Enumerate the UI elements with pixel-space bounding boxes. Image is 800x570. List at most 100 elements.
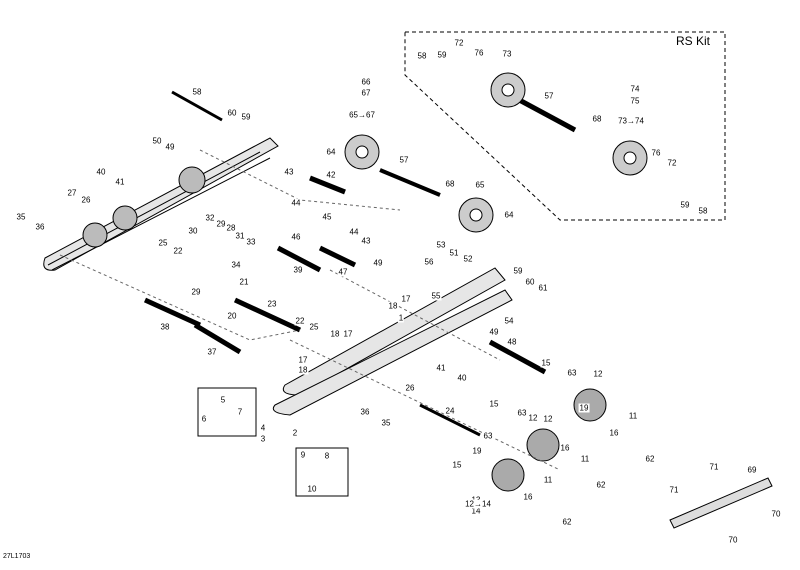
callout: 19	[471, 446, 483, 456]
callout: 73	[501, 49, 513, 59]
callout: 71	[668, 485, 680, 495]
shaft-58	[171, 90, 223, 122]
callout: 12	[527, 413, 539, 423]
callout: 12→14	[464, 499, 492, 509]
callout: 26	[80, 195, 92, 205]
callout: 41	[435, 363, 447, 373]
wear-strip	[669, 477, 773, 529]
callout: 1	[397, 313, 405, 323]
callout: 15	[488, 399, 500, 409]
callout: 63	[566, 368, 578, 378]
rail-wheel-1	[82, 222, 108, 248]
callout: 58	[697, 206, 709, 216]
left-rail	[43, 137, 279, 271]
right-rail	[282, 267, 506, 396]
callout: 2	[291, 428, 299, 438]
callout: 35	[380, 418, 392, 428]
callout: 53	[435, 240, 447, 250]
callout: 31	[234, 231, 246, 241]
callout: 49	[488, 327, 500, 337]
callout: 58	[191, 87, 203, 97]
callout: 49	[164, 142, 176, 152]
callout: 18	[387, 301, 399, 311]
callout: 44	[290, 198, 302, 208]
callout: 8	[323, 451, 331, 461]
callout: 47	[337, 267, 349, 277]
rs-kit-outline	[404, 31, 726, 221]
callout: 59	[512, 266, 524, 276]
callout: 19	[578, 403, 590, 413]
callout: 12	[542, 414, 554, 424]
callout: 50	[151, 136, 163, 146]
callout: 40	[95, 167, 107, 177]
callout: 36	[359, 407, 371, 417]
callout: 29	[190, 287, 202, 297]
callout: 22	[294, 316, 306, 326]
callout: 61	[537, 283, 549, 293]
callout: 40	[456, 373, 468, 383]
callout: 69	[746, 465, 758, 475]
callout: 66	[360, 77, 372, 87]
callout: 62	[561, 517, 573, 527]
callout: 26	[404, 383, 416, 393]
callout: 18	[329, 329, 341, 339]
callout: 11	[627, 411, 639, 421]
callout: 22	[172, 246, 184, 256]
callout: 52	[462, 254, 474, 264]
callout: 60	[524, 277, 536, 287]
callout: 37	[206, 347, 218, 357]
callout: 15	[540, 358, 552, 368]
callout: 51	[448, 248, 460, 258]
callout: 4	[259, 423, 267, 433]
diagram-code: 27L1703	[3, 553, 31, 560]
callout: 20	[226, 311, 238, 321]
callout: 17	[297, 355, 309, 365]
callout: 72	[666, 158, 678, 168]
callout: 76	[473, 48, 485, 58]
callout: 27	[66, 188, 78, 198]
callout: 42	[325, 170, 337, 180]
rs-kit-title: RS Kit	[676, 34, 711, 48]
callout: 33	[245, 237, 257, 247]
callout: 60	[226, 108, 238, 118]
callout: 11	[579, 454, 591, 464]
callout: 59	[436, 50, 448, 60]
callout: 11	[542, 475, 554, 485]
callout: 18	[297, 365, 309, 375]
callout: 17	[342, 329, 354, 339]
callout: 30	[187, 226, 199, 236]
callout: 7	[236, 407, 244, 417]
parts-box-8	[295, 447, 349, 497]
callout: 21	[238, 277, 250, 287]
callout: 5	[219, 395, 227, 405]
callout: 10	[306, 484, 318, 494]
callout: 64	[325, 147, 337, 157]
callout: 63	[516, 408, 528, 418]
callout: 38	[159, 322, 171, 332]
callout: 64	[503, 210, 515, 220]
callout: 44	[348, 227, 360, 237]
callout: 28	[225, 223, 237, 233]
callout: 56	[423, 257, 435, 267]
right-runner	[272, 289, 513, 416]
callout: 12	[592, 369, 604, 379]
callout: 63	[482, 431, 494, 441]
callout: 45	[321, 212, 333, 222]
callout: 9	[299, 450, 307, 460]
callout: 32	[204, 213, 216, 223]
sprocket-12a	[573, 388, 607, 422]
callout: 29	[215, 219, 227, 229]
callout: 57	[543, 91, 555, 101]
callout: 65	[474, 180, 486, 190]
callout: 59	[240, 112, 252, 122]
callout: 25	[308, 322, 320, 332]
callout: 75	[629, 96, 641, 106]
callout: 17	[400, 294, 412, 304]
callout: 49	[372, 258, 384, 268]
callout: 55	[430, 291, 442, 301]
callout: 15	[451, 460, 463, 470]
callout: 76	[650, 148, 662, 158]
callout: 68	[591, 114, 603, 124]
callout: 3	[259, 434, 267, 444]
